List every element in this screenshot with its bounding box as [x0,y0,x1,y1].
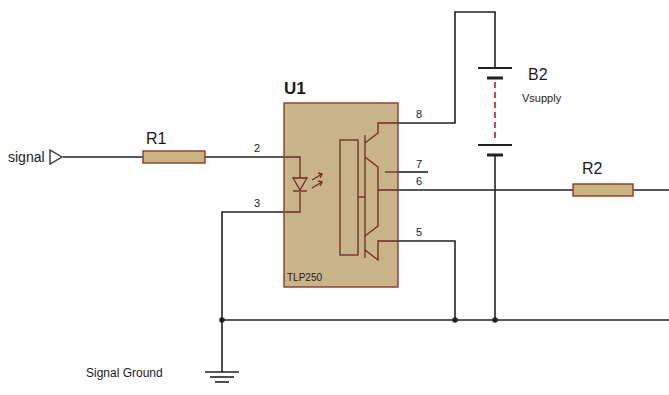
part-designator: R1 [146,130,166,148]
resistor-symbol [573,184,633,196]
part-designator: R2 [582,160,602,178]
pin-number: 5 [416,226,422,239]
pin-number: 8 [416,108,422,121]
part-designator: U1 [284,79,306,99]
part-designator: B2 [528,66,548,84]
pin-number: 7 [416,158,422,171]
part-value: Vsupply [522,92,561,105]
pin-number: 6 [416,175,422,188]
pin-number: 2 [254,142,260,155]
signal-name: signal [8,149,45,165]
optocoupler-box: U1TLP250 [284,103,398,287]
resistor-symbol [143,151,205,163]
junction-dots [219,317,498,323]
ic-body [284,103,398,287]
wires [63,12,669,382]
battery-symbol [478,68,512,155]
net-name: Signal Ground [86,367,163,381]
port-symbol [50,150,62,164]
pin-number: 3 [254,197,260,210]
part-number: TLP250 [287,272,322,284]
optocoupler-internals [285,123,398,260]
